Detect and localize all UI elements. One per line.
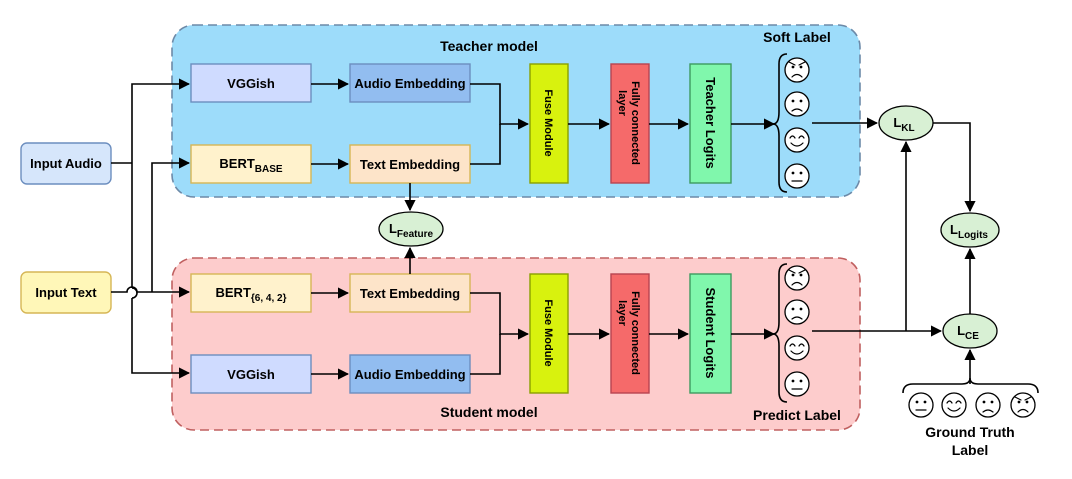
- teacher-audio-embedding-label: Audio Embedding: [354, 76, 465, 91]
- student-fc-layer-box: [610, 273, 650, 394]
- loss-ce-subscript: CE: [965, 331, 979, 342]
- soft-label-faces: [784, 57, 810, 189]
- sad-face-icon: [784, 299, 810, 325]
- student-audio-embedding-label: Audio Embedding: [354, 367, 465, 382]
- student-audio-embedding-box: [349, 354, 471, 394]
- teacher-model-region: [171, 24, 861, 198]
- loss-feature-subscript: Feature: [397, 229, 434, 240]
- loss-feature-label: LFeature: [389, 221, 434, 240]
- loss-logits-text: L: [950, 222, 958, 237]
- soft-label-brace: [772, 53, 788, 193]
- student-model-region: [171, 257, 861, 431]
- teacher-vggish-label: VGGish: [227, 76, 275, 91]
- teacher-audio-embedding-box: [349, 63, 471, 103]
- student-vggish-label: VGGish: [227, 367, 275, 382]
- input-audio-label: Input Audio: [30, 156, 102, 171]
- angry-face-icon: [784, 57, 810, 83]
- neutral-face-icon: [908, 392, 934, 418]
- student-bert-subscript: {6, 4, 2}: [251, 293, 287, 304]
- happy-face-icon: [784, 127, 810, 153]
- teacher-fuse-module-label: Fuse Module: [542, 89, 554, 156]
- teacher-model-title: Teacher model: [440, 38, 538, 54]
- student-fuse-module-label: Fuse Module: [542, 299, 554, 366]
- ground-truth-brace: [902, 377, 1039, 394]
- predict-label-brace: [772, 263, 788, 403]
- loss-kl-label: LKL: [893, 115, 914, 134]
- teacher-fc-layer-label-2: layer: [616, 90, 628, 116]
- sad-face-icon: [975, 392, 1001, 418]
- loss-feature-text: L: [389, 221, 397, 236]
- student-bert-text: BERT: [216, 285, 251, 300]
- loss-logits-node: [940, 212, 1000, 248]
- angry-face-icon: [1010, 392, 1036, 418]
- edge-t-audio-emb-to-fuse: [470, 83, 530, 130]
- teacher-text-embedding-label: Text Embedding: [360, 157, 460, 172]
- student-fuse-module-box: [529, 273, 569, 394]
- teacher-vggish-box: [190, 63, 312, 103]
- edge-audio-to-teacher-vggish: [131, 78, 191, 163]
- soft-label-title: Soft Label: [763, 29, 831, 45]
- student-logits-box: [689, 273, 732, 394]
- teacher-bert-subscript: BASE: [255, 164, 283, 175]
- student-bert-box: [190, 273, 312, 313]
- happy-face-icon: [941, 392, 967, 418]
- loss-ce-label: LCE: [957, 323, 979, 342]
- loss-logits-label: LLogits: [950, 222, 988, 241]
- teacher-fc-layer-box: [610, 63, 650, 184]
- edge-kl-to-logits-loss: [933, 122, 976, 213]
- input-text-label: Input Text: [35, 285, 97, 300]
- edge-text-to-teacher-bert: [151, 157, 191, 292]
- student-text-embedding-label: Text Embedding: [360, 286, 460, 301]
- loss-feature-node: [378, 211, 444, 247]
- edge-t-text-emb-to-fuse: [470, 124, 501, 165]
- student-fc-layer-label-2: layer: [616, 300, 628, 326]
- ground-truth-label-line1: Ground Truth: [925, 424, 1014, 440]
- neutral-face-icon: [784, 371, 810, 397]
- loss-logits-subscript: Logits: [958, 230, 988, 241]
- teacher-fc-layer-label-1: Fully connected: [629, 81, 641, 165]
- sad-face-icon: [784, 91, 810, 117]
- teacher-bert-label: BERTBASE: [219, 156, 283, 175]
- edge-audio-hop: [131, 287, 138, 299]
- edge-audio-to-student-vggish: [131, 163, 189, 373]
- student-text-embedding-box: [349, 273, 471, 313]
- loss-kl-subscript: KL: [901, 123, 914, 134]
- predict-label-title: Predict Label: [753, 407, 841, 423]
- student-bert-label: BERT{6, 4, 2}: [216, 285, 287, 304]
- teacher-logits-label: Teacher Logits: [703, 77, 718, 169]
- angry-face-icon: [784, 265, 810, 291]
- edge-text-trunk: [111, 286, 152, 293]
- student-model-title: Student model: [440, 404, 537, 420]
- teacher-logits-box: [689, 63, 732, 184]
- teacher-bert-text: BERT: [219, 156, 254, 171]
- loss-kl-text: L: [893, 115, 901, 130]
- ground-truth-faces: [908, 392, 1036, 418]
- edge-s-text-emb-to-fuse: [470, 292, 530, 340]
- teacher-bert-box: [190, 144, 312, 184]
- neutral-face-icon: [784, 163, 810, 189]
- happy-face-icon: [784, 335, 810, 361]
- ground-truth-label-line2: Label: [952, 442, 989, 458]
- student-logits-label: Student Logits: [703, 288, 718, 379]
- predict-label-faces: [784, 265, 810, 397]
- loss-ce-text: L: [957, 323, 965, 338]
- student-fc-layer-label-1: Fully connected: [629, 291, 641, 375]
- edge-s-audio-emb-to-fuse: [470, 334, 501, 375]
